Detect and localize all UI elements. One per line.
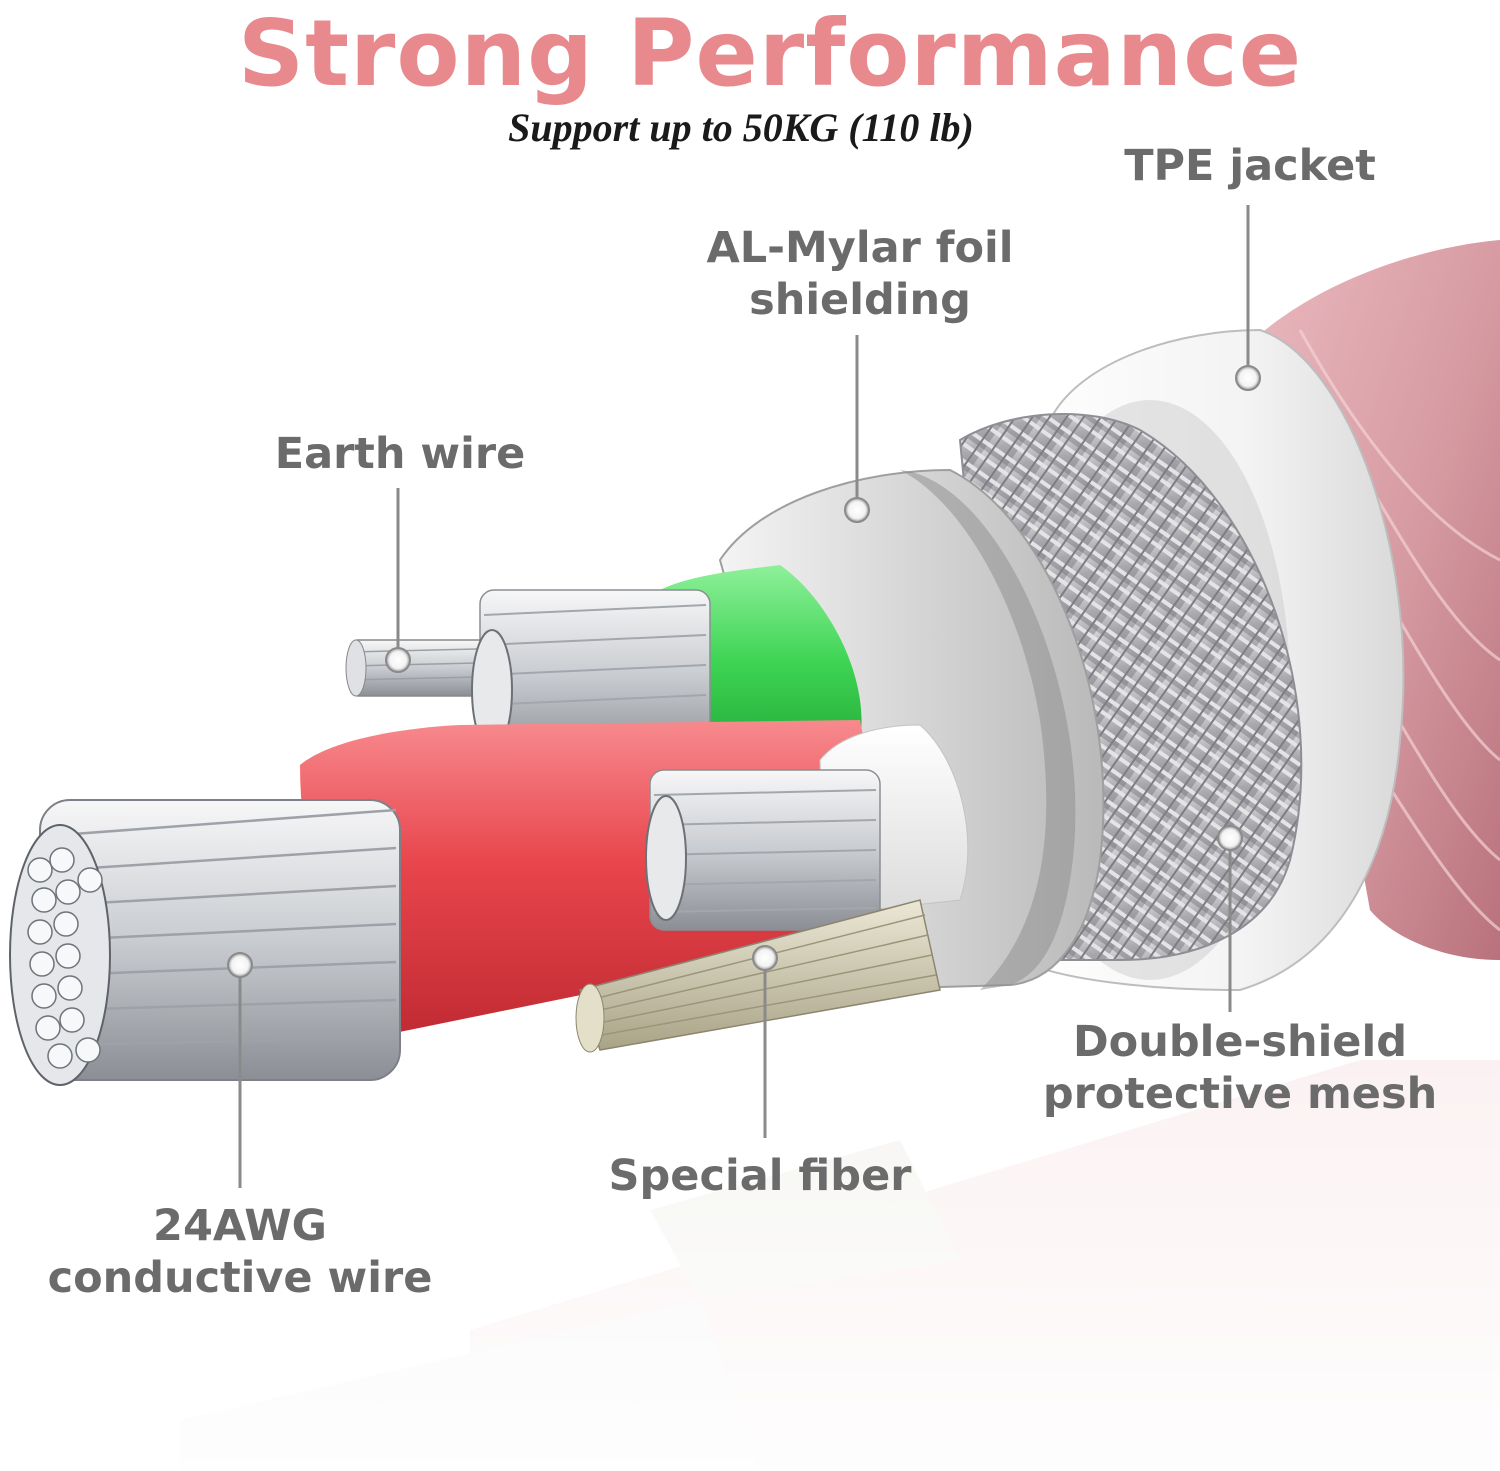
page-title: Strong Performance: [237, 0, 1303, 107]
dot-earth: [385, 647, 411, 673]
dot-awg: [227, 952, 253, 978]
label-tpe-jacket: TPE jacket: [1124, 141, 1376, 191]
label-24awg-conductive-wire: 24AWG conductive wire: [47, 1201, 433, 1303]
dot-tpe: [1235, 365, 1261, 391]
leader-lines: [238, 205, 1250, 1188]
white-wire-strands: [645, 769, 881, 931]
label-special-fiber: Special fiber: [608, 1151, 912, 1201]
leader-dots: [227, 365, 1261, 978]
dot-mylar: [844, 497, 870, 523]
label-double-shield-mesh: Double-shield protective mesh: [1042, 1017, 1438, 1119]
dot-double: [1217, 825, 1243, 851]
label-earth-wire: Earth wire: [274, 429, 526, 479]
dot-fiber: [752, 945, 778, 971]
conductive-wire-bundle: [9, 799, 401, 1086]
cable-reflection: [0, 1040, 1500, 1471]
label-al-mylar-foil: AL-Mylar foil shielding: [706, 223, 1014, 325]
page-subtitle: Support up to 50KG (110 lb): [508, 105, 974, 150]
special-fiber-bundle: [575, 899, 941, 1053]
